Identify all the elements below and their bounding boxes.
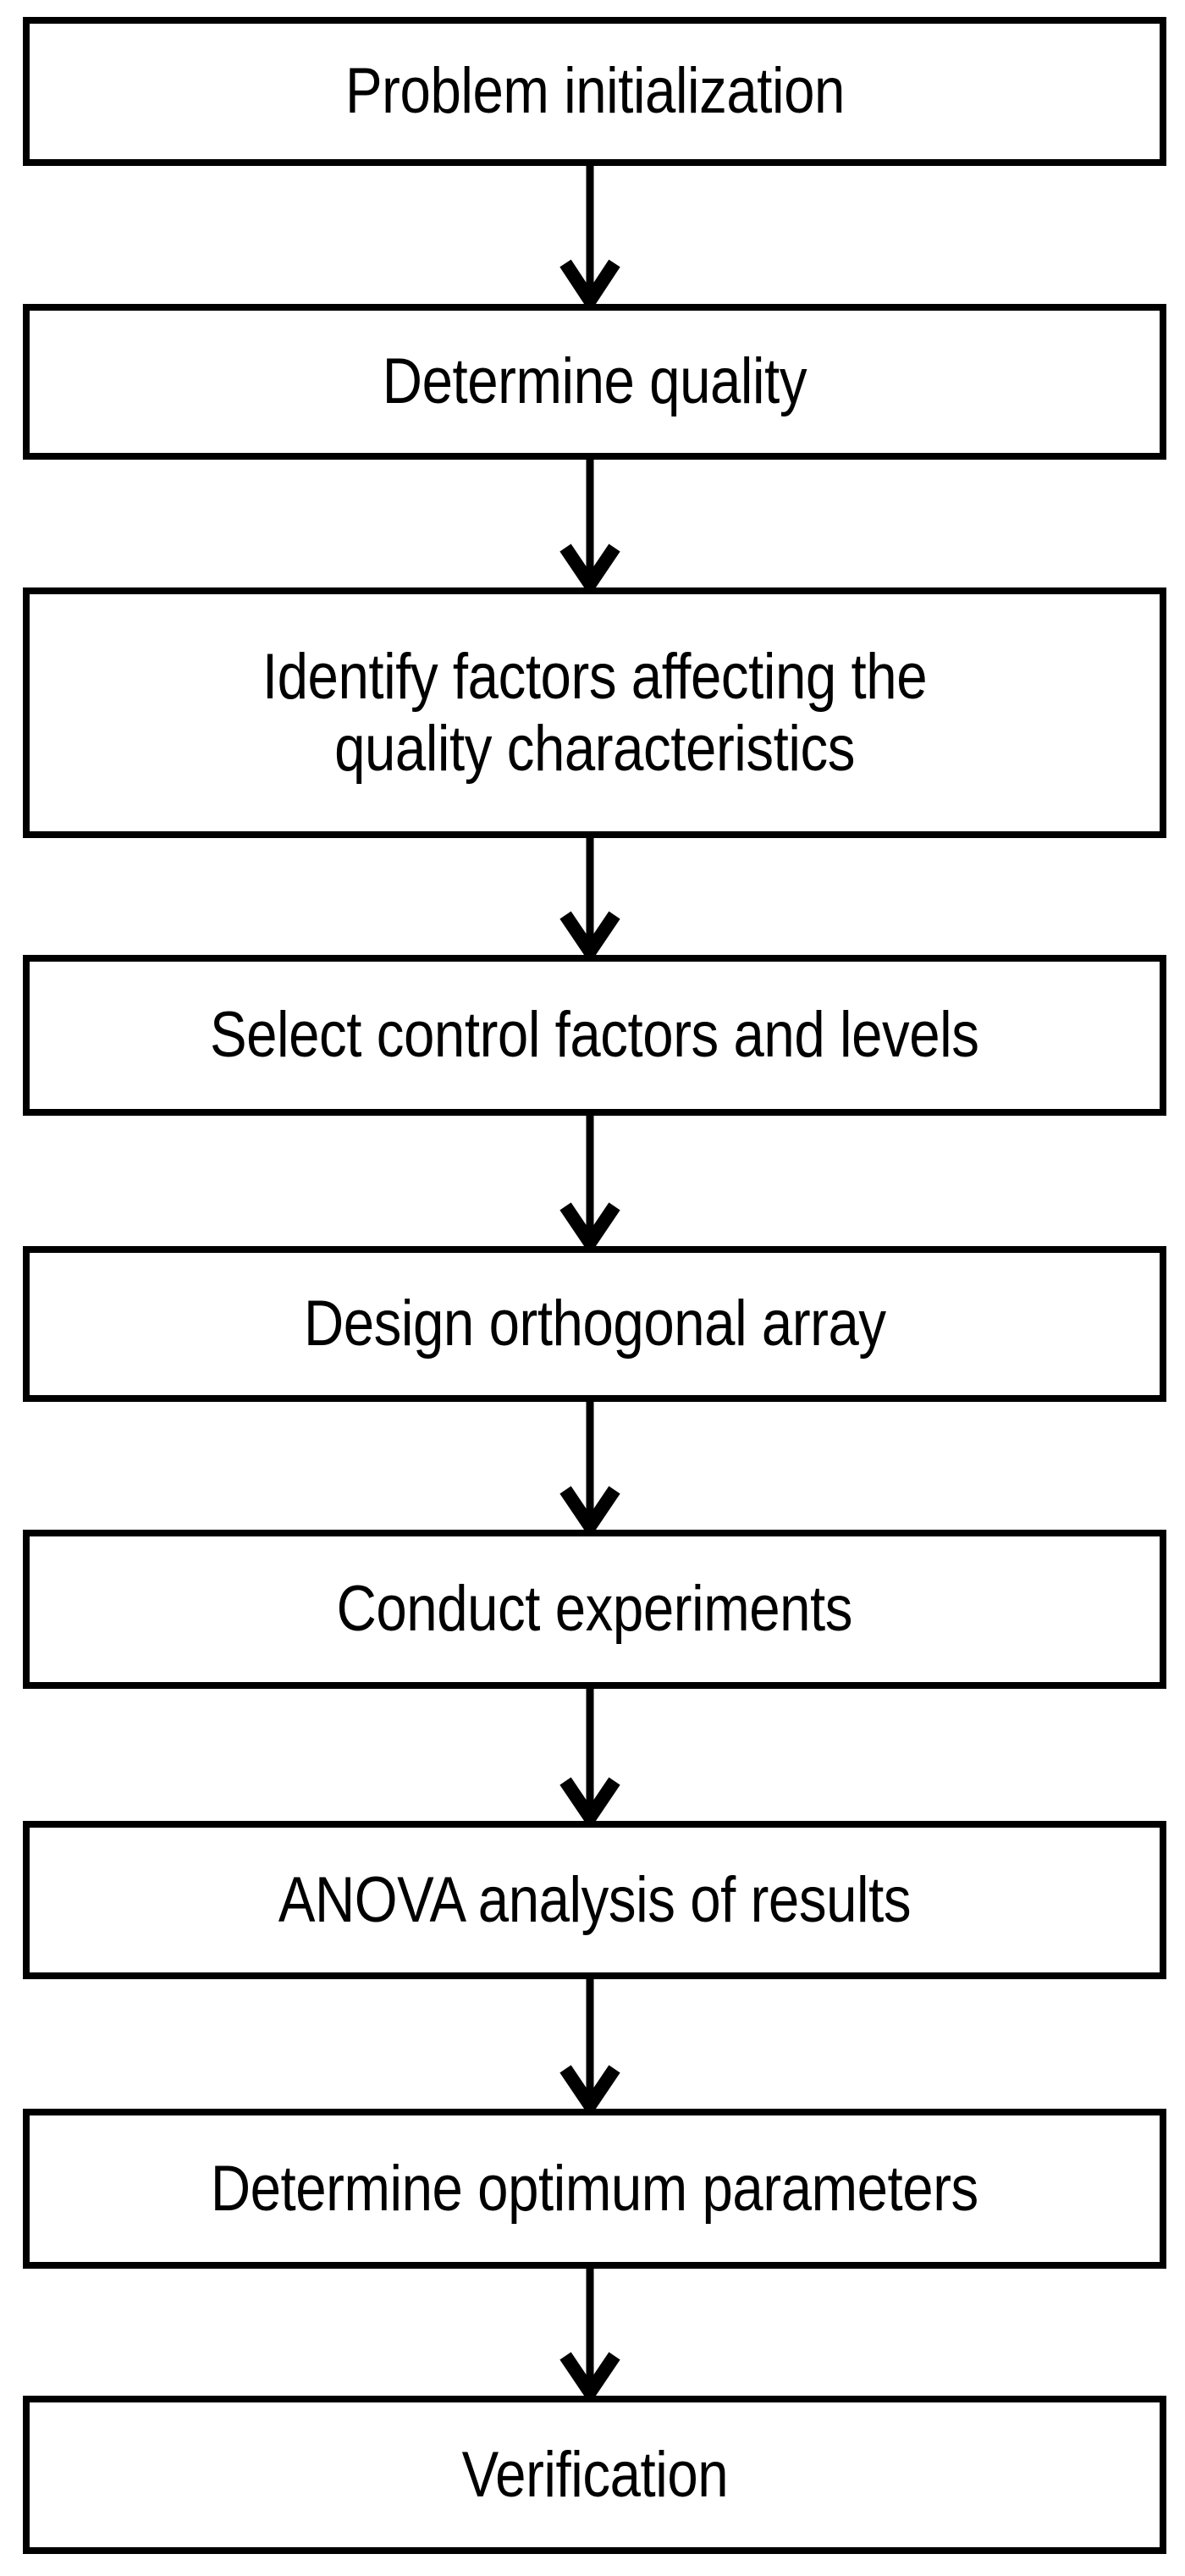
flow-node-anova-analysis[interactable]: ANOVA analysis of results: [23, 1821, 1166, 1979]
arrow-down-icon: [559, 2269, 620, 2396]
flow-node-label: ANOVA analysis of results: [278, 1863, 912, 1936]
flow-connector-1-2: [0, 166, 1185, 304]
flow-connector-6-7: [0, 1689, 1185, 1821]
flow-connector-5-6: [0, 1402, 1185, 1530]
arrow-down-icon: [559, 838, 620, 955]
flow-connector-7-8: [0, 1979, 1185, 2109]
flow-node-label: Design orthogonal array: [303, 1288, 886, 1360]
flow-connector-3-4: [0, 838, 1185, 955]
arrow-down-icon: [559, 460, 620, 587]
flow-connector-4-5: [0, 1116, 1185, 1246]
flow-node-problem-initialization[interactable]: Problem initialization: [23, 17, 1166, 166]
flow-connector-2-3: [0, 460, 1185, 587]
flow-node-label: Determine quality: [382, 345, 807, 418]
flow-node-label: Conduct experiments: [336, 1573, 853, 1646]
flow-node-label: Determine optimum parameters: [211, 2152, 978, 2225]
flow-node-label: Identify factors affecting the quality c…: [262, 640, 928, 785]
flow-node-conduct-experiments[interactable]: Conduct experiments: [23, 1530, 1166, 1689]
flow-node-verification[interactable]: Verification: [23, 2396, 1166, 2554]
flow-node-determine-quality[interactable]: Determine quality: [23, 304, 1166, 460]
flow-node-label: Select control factors and levels: [210, 999, 979, 1072]
flow-node-label: Verification: [461, 2438, 728, 2511]
flow-connector-8-9: [0, 2269, 1185, 2396]
flow-node-design-orthogonal-array[interactable]: Design orthogonal array: [23, 1246, 1166, 1402]
arrow-down-icon: [559, 166, 620, 304]
flow-node-label: Problem initialization: [344, 55, 845, 128]
arrow-down-icon: [559, 1116, 620, 1246]
flow-node-select-control-factors[interactable]: Select control factors and levels: [23, 955, 1166, 1116]
arrow-down-icon: [559, 1689, 620, 1821]
arrow-down-icon: [559, 1402, 620, 1530]
arrow-down-icon: [559, 1979, 620, 2109]
flow-node-determine-optimum-parameters[interactable]: Determine optimum parameters: [23, 2109, 1166, 2269]
flow-node-identify-factors[interactable]: Identify factors affecting the quality c…: [23, 587, 1166, 838]
